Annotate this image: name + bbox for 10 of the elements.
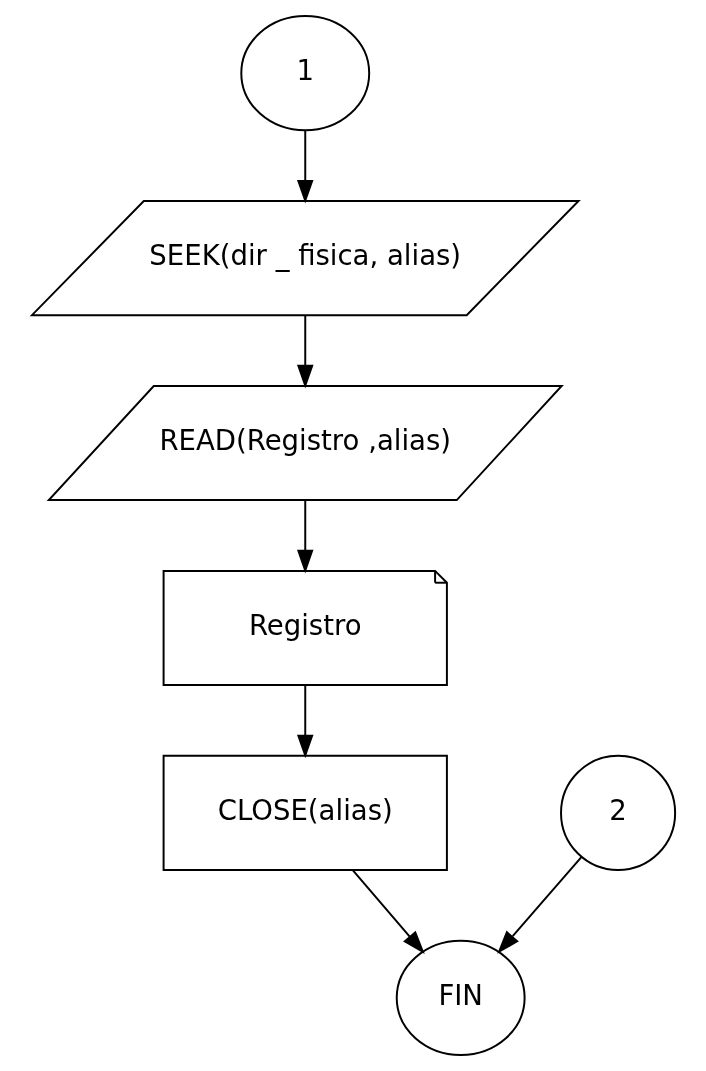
node-ellipse: 1 <box>239 15 370 132</box>
node-circle: 2 <box>559 754 676 871</box>
arrow <box>296 684 313 759</box>
arrow <box>496 855 583 954</box>
node-ellipse: FIN <box>395 939 526 1056</box>
arrow <box>296 129 313 204</box>
arrow <box>351 869 425 955</box>
arrow <box>296 499 313 574</box>
arrow <box>296 314 313 389</box>
node-box: CLOSE(alias) <box>162 754 448 871</box>
